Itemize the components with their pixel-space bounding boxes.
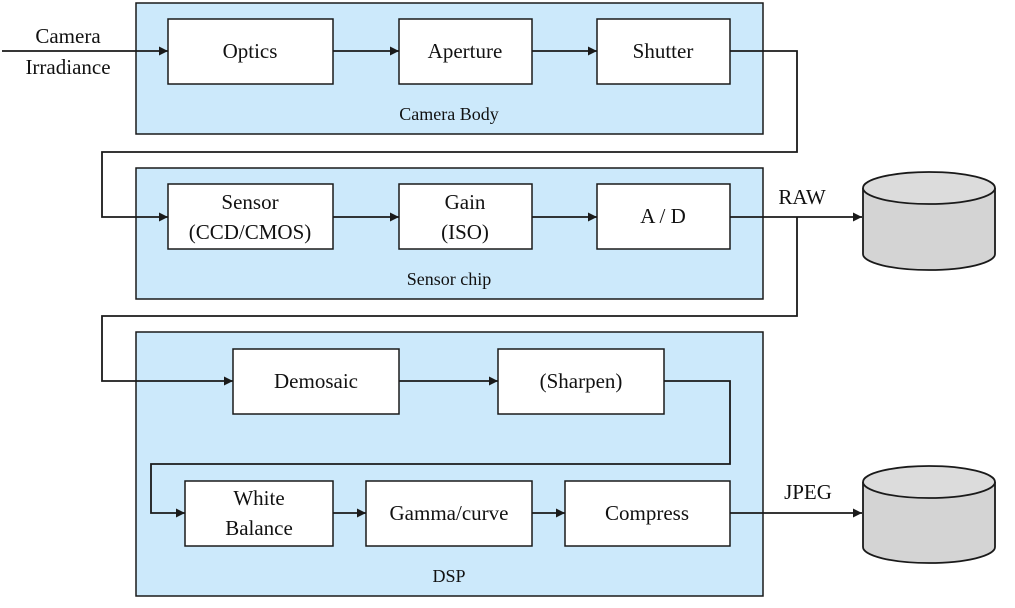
jpeg-output-label: JPEG	[784, 480, 832, 504]
white-balance-label-line2: Balance	[225, 516, 293, 540]
gamma-block: Gamma/curve	[365, 480, 533, 547]
input-label-line2: Irradiance	[25, 55, 110, 79]
arrow-shutter-to-sensor	[101, 50, 798, 222]
white-balance-label-line1: White	[233, 486, 284, 510]
sensor-block: Sensor (CCD/CMOS)	[167, 183, 334, 250]
gain-label-line2: (ISO)	[441, 220, 489, 244]
camera-body-label: Camera Body	[399, 104, 498, 124]
connectors	[2, 46, 862, 518]
demosaic-label: Demosaic	[274, 369, 358, 393]
aperture-block: Aperture	[398, 18, 533, 85]
sensor-label-line1: Sensor	[221, 190, 278, 214]
input-label-line1: Camera	[35, 24, 101, 48]
aperture-label: Aperture	[428, 39, 503, 63]
arrow-ad-to-demosaic	[101, 217, 798, 386]
shutter-block: Shutter	[596, 18, 731, 85]
sensor-label-line2: (CCD/CMOS)	[189, 220, 312, 244]
arrow-sharpen-to-white-balance	[150, 380, 731, 518]
compress-block: Compress	[564, 480, 731, 547]
jpeg-storage-icon	[862, 465, 996, 564]
raw-output-label: RAW	[778, 185, 825, 209]
optics-label: Optics	[223, 39, 278, 63]
demosaic-block: Demosaic	[232, 348, 400, 415]
white-balance-block: White Balance	[184, 480, 334, 547]
gain-block: Gain (ISO)	[398, 183, 533, 250]
ad-block: A / D	[596, 183, 731, 250]
sharpen-block: (Sharpen)	[497, 348, 665, 415]
sharpen-label: (Sharpen)	[540, 369, 623, 393]
sensor-chip-label: Sensor chip	[407, 269, 492, 289]
gamma-label: Gamma/curve	[390, 501, 509, 525]
shutter-label: Shutter	[633, 39, 694, 63]
compress-label: Compress	[605, 501, 689, 525]
ad-label: A / D	[640, 204, 686, 228]
optics-block: Optics	[167, 18, 334, 85]
dsp-label: DSP	[432, 566, 465, 586]
raw-storage-icon	[862, 171, 996, 271]
gain-label-line1: Gain	[445, 190, 486, 214]
